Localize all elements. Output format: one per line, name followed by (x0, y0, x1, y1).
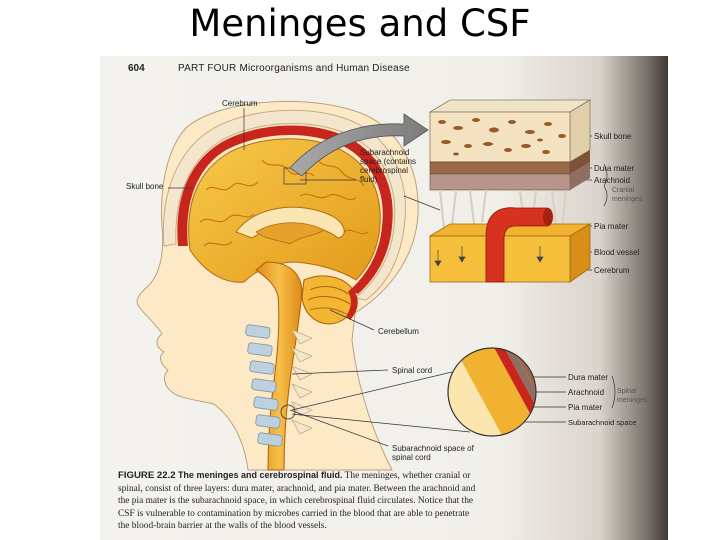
label-dura-mater-spinal: Dura mater (568, 373, 609, 382)
label-skull-bone-left: Skull bone (126, 182, 164, 191)
label-cerebrum-right: Cerebrum (594, 266, 630, 275)
figure-caption: FIGURE 22.2 The meninges and cerebrospin… (118, 469, 480, 533)
label-cerebellum: Cerebellum (378, 327, 419, 336)
vertebrae (245, 324, 283, 447)
cranial-meninges-outline (177, 125, 393, 294)
block-skull-top (428, 99, 592, 113)
arachnoid-trabeculae (438, 189, 568, 229)
label-spinal-cord: Spinal cord (392, 366, 433, 375)
block-arachnoid (429, 173, 571, 191)
figure-text: The meninges, whether cranial or spinal,… (118, 471, 476, 532)
zoom-arrow (289, 113, 429, 177)
label-subarachnoid-space: Subarachnoid space (contains cerebrospin… (360, 148, 417, 184)
label-skull-bone-right: Skull bone (594, 132, 632, 141)
label-pia-mater: Pia mater (594, 222, 629, 231)
label-arachnoid-spinal: Arachnoid (568, 388, 605, 397)
figure-title: The meninges and cerebrospinal fluid. (177, 470, 343, 480)
slide-title: Meninges and CSF (189, 2, 531, 45)
label-cerebrum: Cerebrum (222, 99, 258, 108)
block-dura (429, 161, 571, 175)
blood-vessel (485, 207, 549, 283)
label-subarachnoid-space-spinal: Subarachnoid space (568, 418, 637, 427)
figure-number: FIGURE 22.2 (118, 470, 176, 481)
bone-pores (438, 118, 566, 156)
brainstem-spinal-cord (255, 261, 303, 471)
label-cranial-meninges: Cranial meninges (612, 187, 643, 203)
page-number: 604 (128, 63, 145, 74)
gyri-lines (199, 159, 369, 247)
label-dura-mater: Dura mater (594, 164, 635, 173)
label-spinal-meninges: Spinal meninges (617, 388, 648, 404)
part-header: PART FOUR Microorganisms and Human Disea… (178, 63, 410, 74)
label-arachnoid: Arachnoid (594, 176, 631, 185)
label-subarachnoid-spinal: Subarachnoid space of spinal cord (392, 444, 474, 462)
block-skull-front (429, 111, 571, 163)
label-pia-mater-spinal: Pia mater (568, 403, 603, 412)
label-blood-vessel: Blood vessel (594, 248, 640, 257)
